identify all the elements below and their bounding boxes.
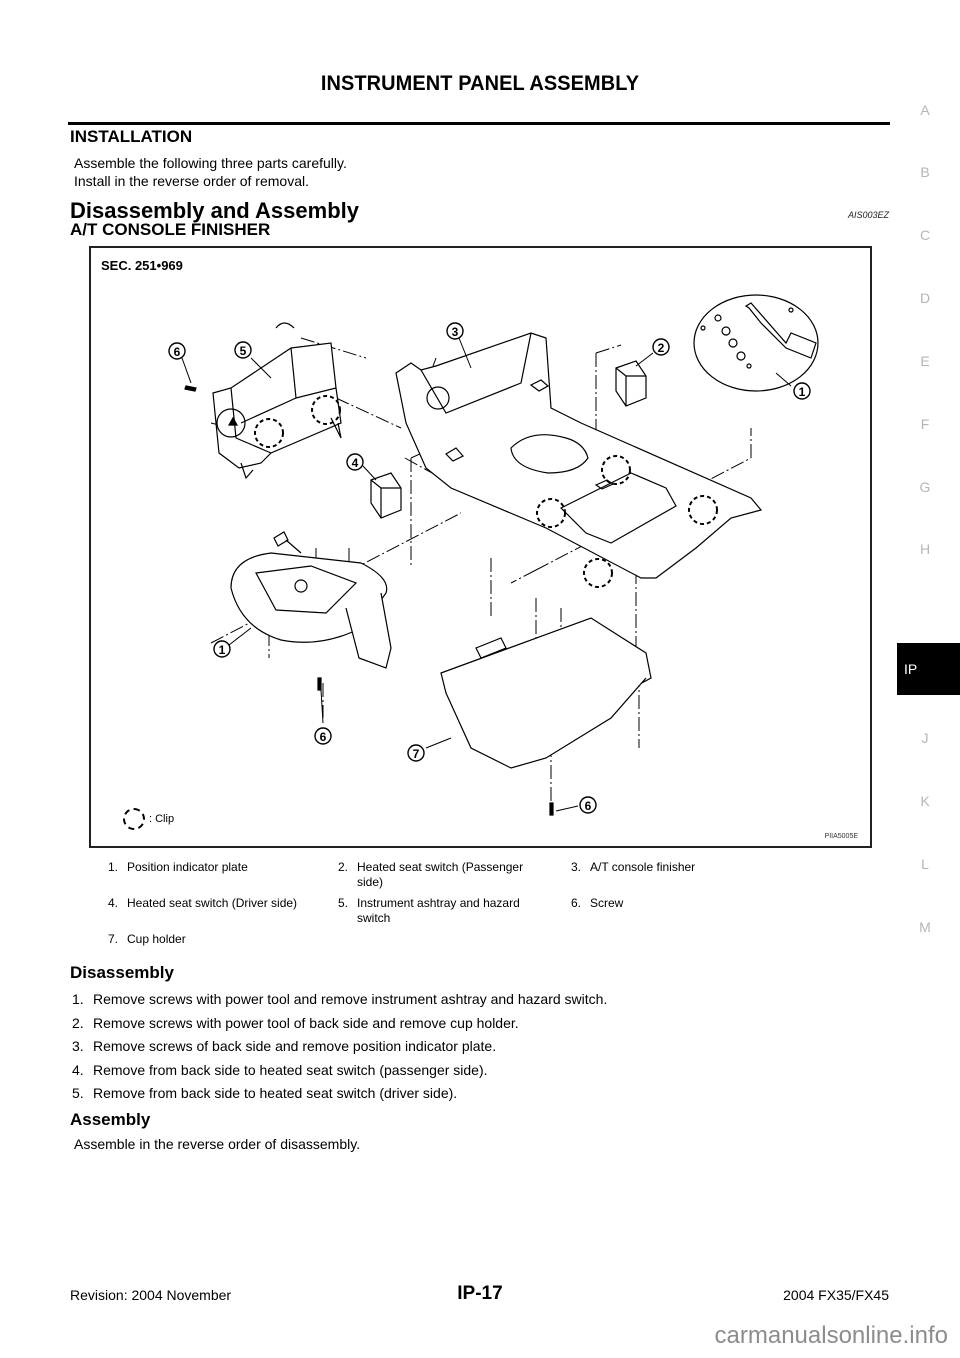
header-rule — [68, 122, 890, 125]
legend-item: 4.Heated seat switch (Driver side) — [108, 896, 298, 910]
callout-4: 4 — [346, 453, 364, 471]
callout-7: 7 — [407, 744, 425, 762]
installation-heading: INSTALLATION — [70, 127, 193, 146]
tab-f[interactable]: F — [920, 416, 930, 432]
tab-d[interactable]: D — [919, 290, 931, 306]
footer-page-number: IP-17 — [457, 1283, 503, 1304]
tab-k[interactable]: K — [920, 793, 930, 809]
installation-line: Assemble the following three parts caref… — [74, 155, 347, 171]
section-heading: Disassembly and Assembly — [70, 198, 359, 223]
disassembly-heading: Disassembly — [70, 963, 174, 982]
callout-5: 5 — [234, 341, 252, 359]
step-item: 3.Remove screws of back side and remove … — [72, 1038, 497, 1054]
callout-6-middle: 6 — [314, 727, 332, 745]
legend-item: 5.Instrument ashtray and hazard switch — [338, 896, 520, 925]
clip-icon — [123, 808, 145, 830]
tab-e[interactable]: E — [920, 353, 930, 369]
tab-c[interactable]: C — [919, 227, 931, 243]
legend-item: 7.Cup holder — [108, 932, 186, 946]
legend-row: 4.Heated seat switch (Driver side) 5.Ins… — [108, 896, 888, 926]
legend-row: 7.Cup holder — [108, 932, 888, 947]
tab-g[interactable]: G — [919, 479, 931, 495]
step-item: 1.Remove screws with power tool and remo… — [72, 991, 608, 1007]
assembly-heading: Assembly — [70, 1110, 151, 1129]
svg-text:6: 6 — [320, 730, 327, 744]
callout-3: 3 — [446, 322, 464, 340]
tab-ip-active[interactable]: IP — [897, 643, 960, 695]
tab-h[interactable]: H — [919, 541, 931, 557]
footer-model: 2004 FX35/FX45 — [783, 1287, 889, 1303]
callout-2: 2 — [652, 338, 670, 356]
figure-code: PIIA5005E — [824, 833, 858, 840]
step-item: 2.Remove screws with power tool of back … — [72, 1014, 519, 1031]
callout-6-top: 6 — [168, 342, 186, 360]
footer-revision: Revision: 2004 November — [70, 1287, 232, 1303]
svg-text:5: 5 — [240, 344, 247, 358]
svg-text:3: 3 — [452, 325, 459, 339]
legend-item: 3.A/T console finisher — [571, 860, 696, 874]
tab-a[interactable]: A — [920, 102, 930, 118]
step-item: 4.Remove from back side to heated seat s… — [72, 1061, 488, 1078]
legend-row: 1.Position indicator plate 2.Heated seat… — [108, 860, 888, 890]
exploded-diagram: SEC. 251•969 — [89, 246, 872, 848]
callout-1-top: 1 — [793, 382, 811, 400]
legend-item: 2.Heated seat switch (Passenger side) — [338, 860, 524, 889]
tab-m[interactable]: M — [919, 919, 931, 935]
callout-1-bottom: 1 — [213, 640, 231, 658]
svg-text:6: 6 — [174, 345, 181, 359]
clip-legend: : Clip — [123, 808, 174, 830]
callout-6-bottom: 6 — [579, 796, 597, 814]
diagram-drawing: 6 5 3 2 1 4 1 6 7 6 — [168, 294, 819, 816]
installation-text: Assemble the following three parts caref… — [74, 154, 347, 190]
section-code: AIS003EZ — [847, 210, 889, 220]
page-title: INSTRUMENT PANEL ASSEMBLY — [320, 72, 640, 95]
svg-text:1: 1 — [219, 643, 226, 657]
step-item: 5.Remove from back side to heated seat s… — [72, 1085, 458, 1101]
watermark: carmanualsonline.info — [714, 1322, 948, 1349]
legend-item: 6.Screw — [571, 896, 624, 910]
svg-text:7: 7 — [413, 747, 420, 761]
svg-text:4: 4 — [352, 456, 359, 470]
disassembly-steps: 1.Remove screws with power tool and remo… — [72, 988, 607, 1106]
tab-j[interactable]: J — [921, 730, 929, 746]
section-number-label: SEC. 251•969 — [101, 258, 183, 273]
installation-line: Install in the reverse order of removal. — [74, 173, 309, 189]
clip-legend-label: : Clip — [149, 813, 175, 825]
svg-text:1: 1 — [799, 385, 806, 399]
tab-l[interactable]: L — [921, 856, 929, 872]
assembly-text: Assemble in the reverse order of disasse… — [74, 1136, 361, 1152]
section-index-tabs: A B C D E F G H IP J K L M — [890, 0, 960, 1358]
legend-item: 1.Position indicator plate — [108, 860, 248, 874]
svg-text:6: 6 — [585, 799, 592, 813]
tab-b[interactable]: B — [920, 164, 930, 180]
subsection-heading: A/T CONSOLE FINISHER — [70, 220, 271, 239]
parts-legend: 1.Position indicator plate 2.Heated seat… — [108, 860, 888, 953]
svg-text:2: 2 — [658, 341, 665, 355]
